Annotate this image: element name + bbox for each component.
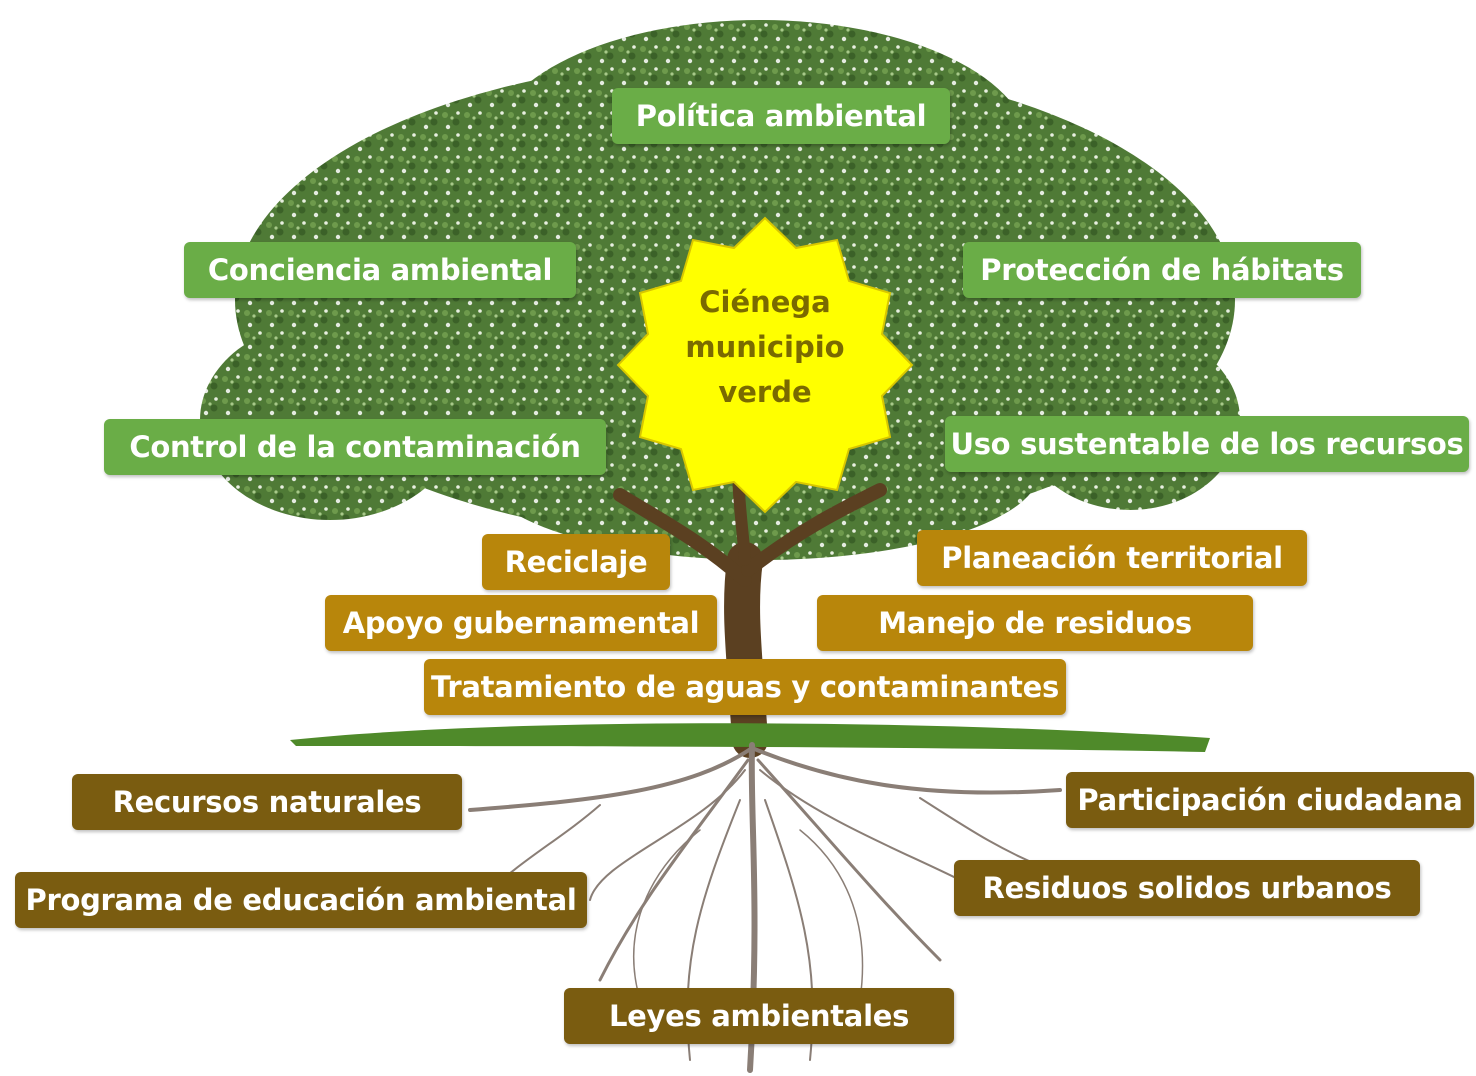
label-conciencia-ambiental: Conciencia ambiental bbox=[184, 242, 576, 298]
label-participacion-ciudadana: Participación ciudadana bbox=[1066, 772, 1474, 828]
center-line: verde bbox=[718, 375, 812, 409]
label-programa-educacion: Programa de educación ambiental bbox=[15, 872, 587, 928]
label-manejo-residuos: Manejo de residuos bbox=[817, 595, 1253, 651]
grass bbox=[290, 723, 1210, 752]
center-line: municipio bbox=[685, 330, 845, 364]
center-label: Ciénega municipio verde bbox=[640, 280, 890, 415]
label-uso-sustentable: Uso sustentable de los recursos bbox=[945, 416, 1469, 472]
label-proteccion-habitats: Protección de hábitats bbox=[963, 242, 1361, 298]
label-reciclaje: Reciclaje bbox=[482, 534, 670, 590]
center-star bbox=[616, 216, 914, 514]
label-residuos-solidos: Residuos solidos urbanos bbox=[954, 860, 1420, 916]
label-recursos-naturales: Recursos naturales bbox=[72, 774, 462, 830]
label-planeacion-territorial: Planeación territorial bbox=[917, 530, 1307, 586]
label-tratamiento-aguas: Tratamiento de aguas y contaminantes bbox=[424, 659, 1066, 715]
label-leyes-ambientales: Leyes ambientales bbox=[564, 988, 954, 1044]
label-politica-ambiental: Política ambiental bbox=[612, 88, 950, 144]
label-control-contaminacion: Control de la contaminación bbox=[104, 419, 606, 475]
center-line: Ciénega bbox=[699, 285, 831, 319]
label-apoyo-gubernamental: Apoyo gubernamental bbox=[325, 595, 717, 651]
